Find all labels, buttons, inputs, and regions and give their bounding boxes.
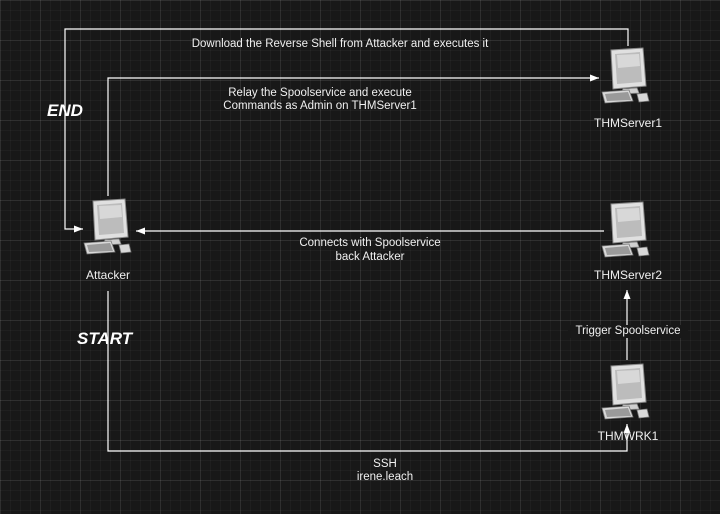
edge-relay-label-line2: Commands as Admin on THMServer1 (223, 100, 417, 112)
thmserver2-label: THMServer2 (593, 268, 662, 282)
edge-connects-label-line1: Connects with Spoolservice (299, 237, 441, 249)
edge-ssh-label-line2: irene.leach (356, 471, 414, 483)
edge-relay-label-line1: Relay the Spoolservice and execute (228, 87, 412, 99)
edge-relay (107, 74, 599, 196)
thmserver1-computer-icon (601, 47, 650, 104)
thmserver2-computer-icon (601, 201, 650, 258)
start-marker: START (77, 329, 133, 348)
edge-trigger-label: Trigger Spoolservice (568, 325, 688, 338)
edge-download-label: Download the Reverse Shell from Attacker… (191, 38, 489, 50)
thmserver1-label: THMServer1 (593, 116, 662, 130)
end-marker: END (47, 101, 83, 120)
attacker-computer-icon (83, 198, 132, 255)
edge-ssh (107, 291, 631, 452)
thmwrk1-computer-icon (601, 363, 650, 420)
edge-connects-label-line2: back Attacker (335, 251, 405, 263)
edge-download (64, 28, 629, 233)
thmwrk1-label: THMWRK1 (597, 429, 659, 443)
attacker-label: Attacker (85, 268, 130, 282)
edge-ssh-label-line1: SSH (373, 458, 397, 470)
